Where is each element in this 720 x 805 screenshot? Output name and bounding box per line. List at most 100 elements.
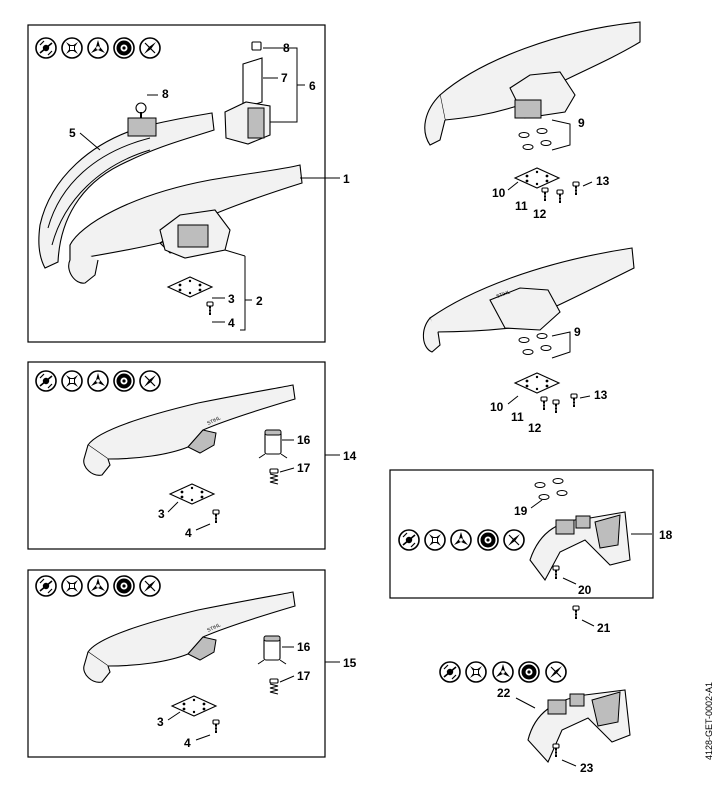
three-tooth-blade-icon [87,370,109,392]
grass-cutting-blade-icon [61,37,83,59]
screw-part-17 [269,678,279,695]
label-17: 17 [297,461,311,475]
assembly-box-18 [389,469,654,599]
mowing-line-icon [35,575,57,597]
label-12: 12 [528,421,542,435]
plate-part-10 [514,372,560,394]
screw-part-17 [269,468,279,485]
guard-mount [159,209,231,259]
screw-part-13 [570,393,578,408]
tool-icons-box-18 [398,529,525,551]
guard-top-right [424,21,641,146]
label-21: 21 [597,621,611,635]
screw-part-23 [552,743,560,758]
label-17: 17 [297,669,311,683]
plate-part-10 [514,167,560,189]
mowing-line-icon [35,370,57,392]
label-13: 13 [596,174,610,188]
four-tooth-blade-icon [139,37,161,59]
guard-mid-right: STIHL [422,247,635,353]
grass-cutting-blade-icon [424,529,446,551]
label-3: 3 [228,292,235,306]
screw-part-8 [135,102,147,118]
four-tooth-blade-icon [503,529,525,551]
four-tooth-blade-icon [139,370,161,392]
mowing-line-icon [439,661,461,683]
grass-cutting-blade-icon [61,370,83,392]
circular-saw-blade-icon [477,529,499,551]
four-tooth-blade-icon [545,661,567,683]
bracket-part-7 [224,41,271,145]
label-10: 10 [490,400,504,414]
screw-part-12 [552,399,560,414]
plate-part-3 [169,483,215,505]
tool-icons-bottom-right [439,661,567,683]
four-tooth-blade-icon [139,575,161,597]
label-10: 10 [492,186,506,200]
limiter-part-5 [38,112,215,269]
label-23: 23 [580,761,594,775]
grass-cutting-blade-icon [61,575,83,597]
label-4: 4 [184,736,191,750]
label-8: 8 [162,87,169,101]
label-13: 13 [594,388,608,402]
circular-saw-blade-icon [113,575,135,597]
label-14: 14 [343,449,357,463]
label-9: 9 [578,116,585,130]
screw-part-21 [572,605,580,620]
washers-part-9 [518,333,552,355]
label-16: 16 [297,640,311,654]
deflector-guard-part-14 [83,384,296,476]
label-6: 6 [309,79,316,93]
label-8: 8 [283,41,290,55]
screw-part-4 [206,301,214,316]
washers-part-9 [518,128,552,150]
label-11: 11 [511,410,524,424]
label-5: 5 [69,126,76,140]
label-4: 4 [185,526,192,540]
label-7: 7 [281,71,288,85]
assembly-box-15 [27,569,326,758]
label-9: 9 [574,325,581,339]
label-2: 2 [256,294,263,308]
circular-saw-blade-icon [113,370,135,392]
screw-part-11 [541,187,549,202]
three-tooth-blade-icon [450,529,472,551]
mowing-line-icon [35,37,57,59]
label-4: 4 [228,316,235,330]
label-22: 22 [497,686,511,700]
label-19: 19 [514,504,528,518]
tool-icons-box-15 [35,575,161,597]
three-tooth-blade-icon [492,661,514,683]
gear-housing-part-22 [527,689,631,763]
label-20: 20 [578,583,592,597]
screw-part-13 [572,181,580,196]
label-16: 16 [297,433,311,447]
label-3: 3 [158,507,165,521]
mowing-line-icon [398,529,420,551]
label-3: 3 [157,715,164,729]
circular-saw-blade-icon [113,37,135,59]
tool-icons-box-1 [35,37,161,59]
screw-part-4 [212,509,220,524]
label-11: 11 [515,199,528,213]
svg-text:STIHL: STIHL [496,289,512,300]
drawing-code: 4128-GET-0002-A1 [704,682,714,760]
washers-part-19 [534,478,568,500]
label-1: 1 [343,172,350,186]
screw-part-12 [556,189,564,204]
screw-part-20 [552,565,560,580]
label-12: 12 [533,207,547,221]
deflector-guard-part-15 [83,591,296,683]
label-15: 15 [343,656,357,670]
holder-part-16 [258,429,288,459]
label-18: 18 [659,528,673,542]
plate-part-3 [167,276,213,298]
gear-housing-part-18 [529,511,631,582]
grass-cutting-blade-icon [465,661,487,683]
circular-saw-blade-icon [518,661,540,683]
tool-icons-box-14 [35,370,161,392]
three-tooth-blade-icon [87,37,109,59]
screw-part-11 [540,396,548,411]
